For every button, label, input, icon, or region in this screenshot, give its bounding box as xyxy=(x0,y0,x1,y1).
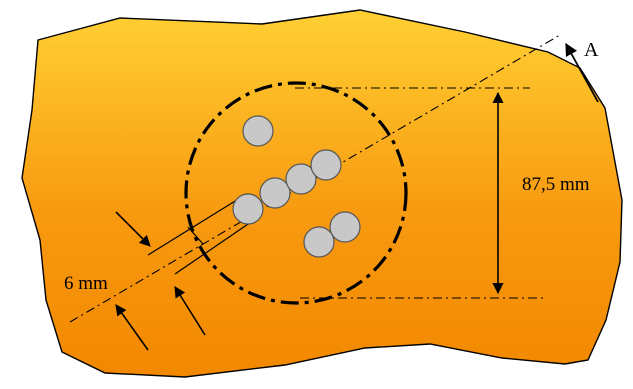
diameter-dimension-label: 87,5 mm xyxy=(522,174,590,195)
section-marker-label: A xyxy=(584,39,599,61)
aligned-circle-3 xyxy=(285,163,317,195)
aligned-circle-4 xyxy=(310,149,342,181)
slot-edge-upper xyxy=(147,197,241,256)
width-dimension-label: 6 mm xyxy=(64,273,108,294)
slot-edge-lower xyxy=(174,219,255,275)
width-arrow-lower xyxy=(174,286,206,336)
width-arrow-upper xyxy=(115,211,151,247)
circle-group xyxy=(232,115,361,258)
paired-circle-left xyxy=(303,226,335,258)
isolated-circle-top xyxy=(242,115,274,147)
aligned-circle-2 xyxy=(259,177,291,209)
paired-circle-right xyxy=(329,211,361,243)
width-arrow-bottom-left xyxy=(115,304,149,351)
aligned-circle-1 xyxy=(232,193,264,225)
dashed-circle xyxy=(184,81,408,305)
slot-end-cap xyxy=(187,226,204,245)
material-region xyxy=(21,9,623,378)
section-marker-arrow xyxy=(565,42,599,103)
